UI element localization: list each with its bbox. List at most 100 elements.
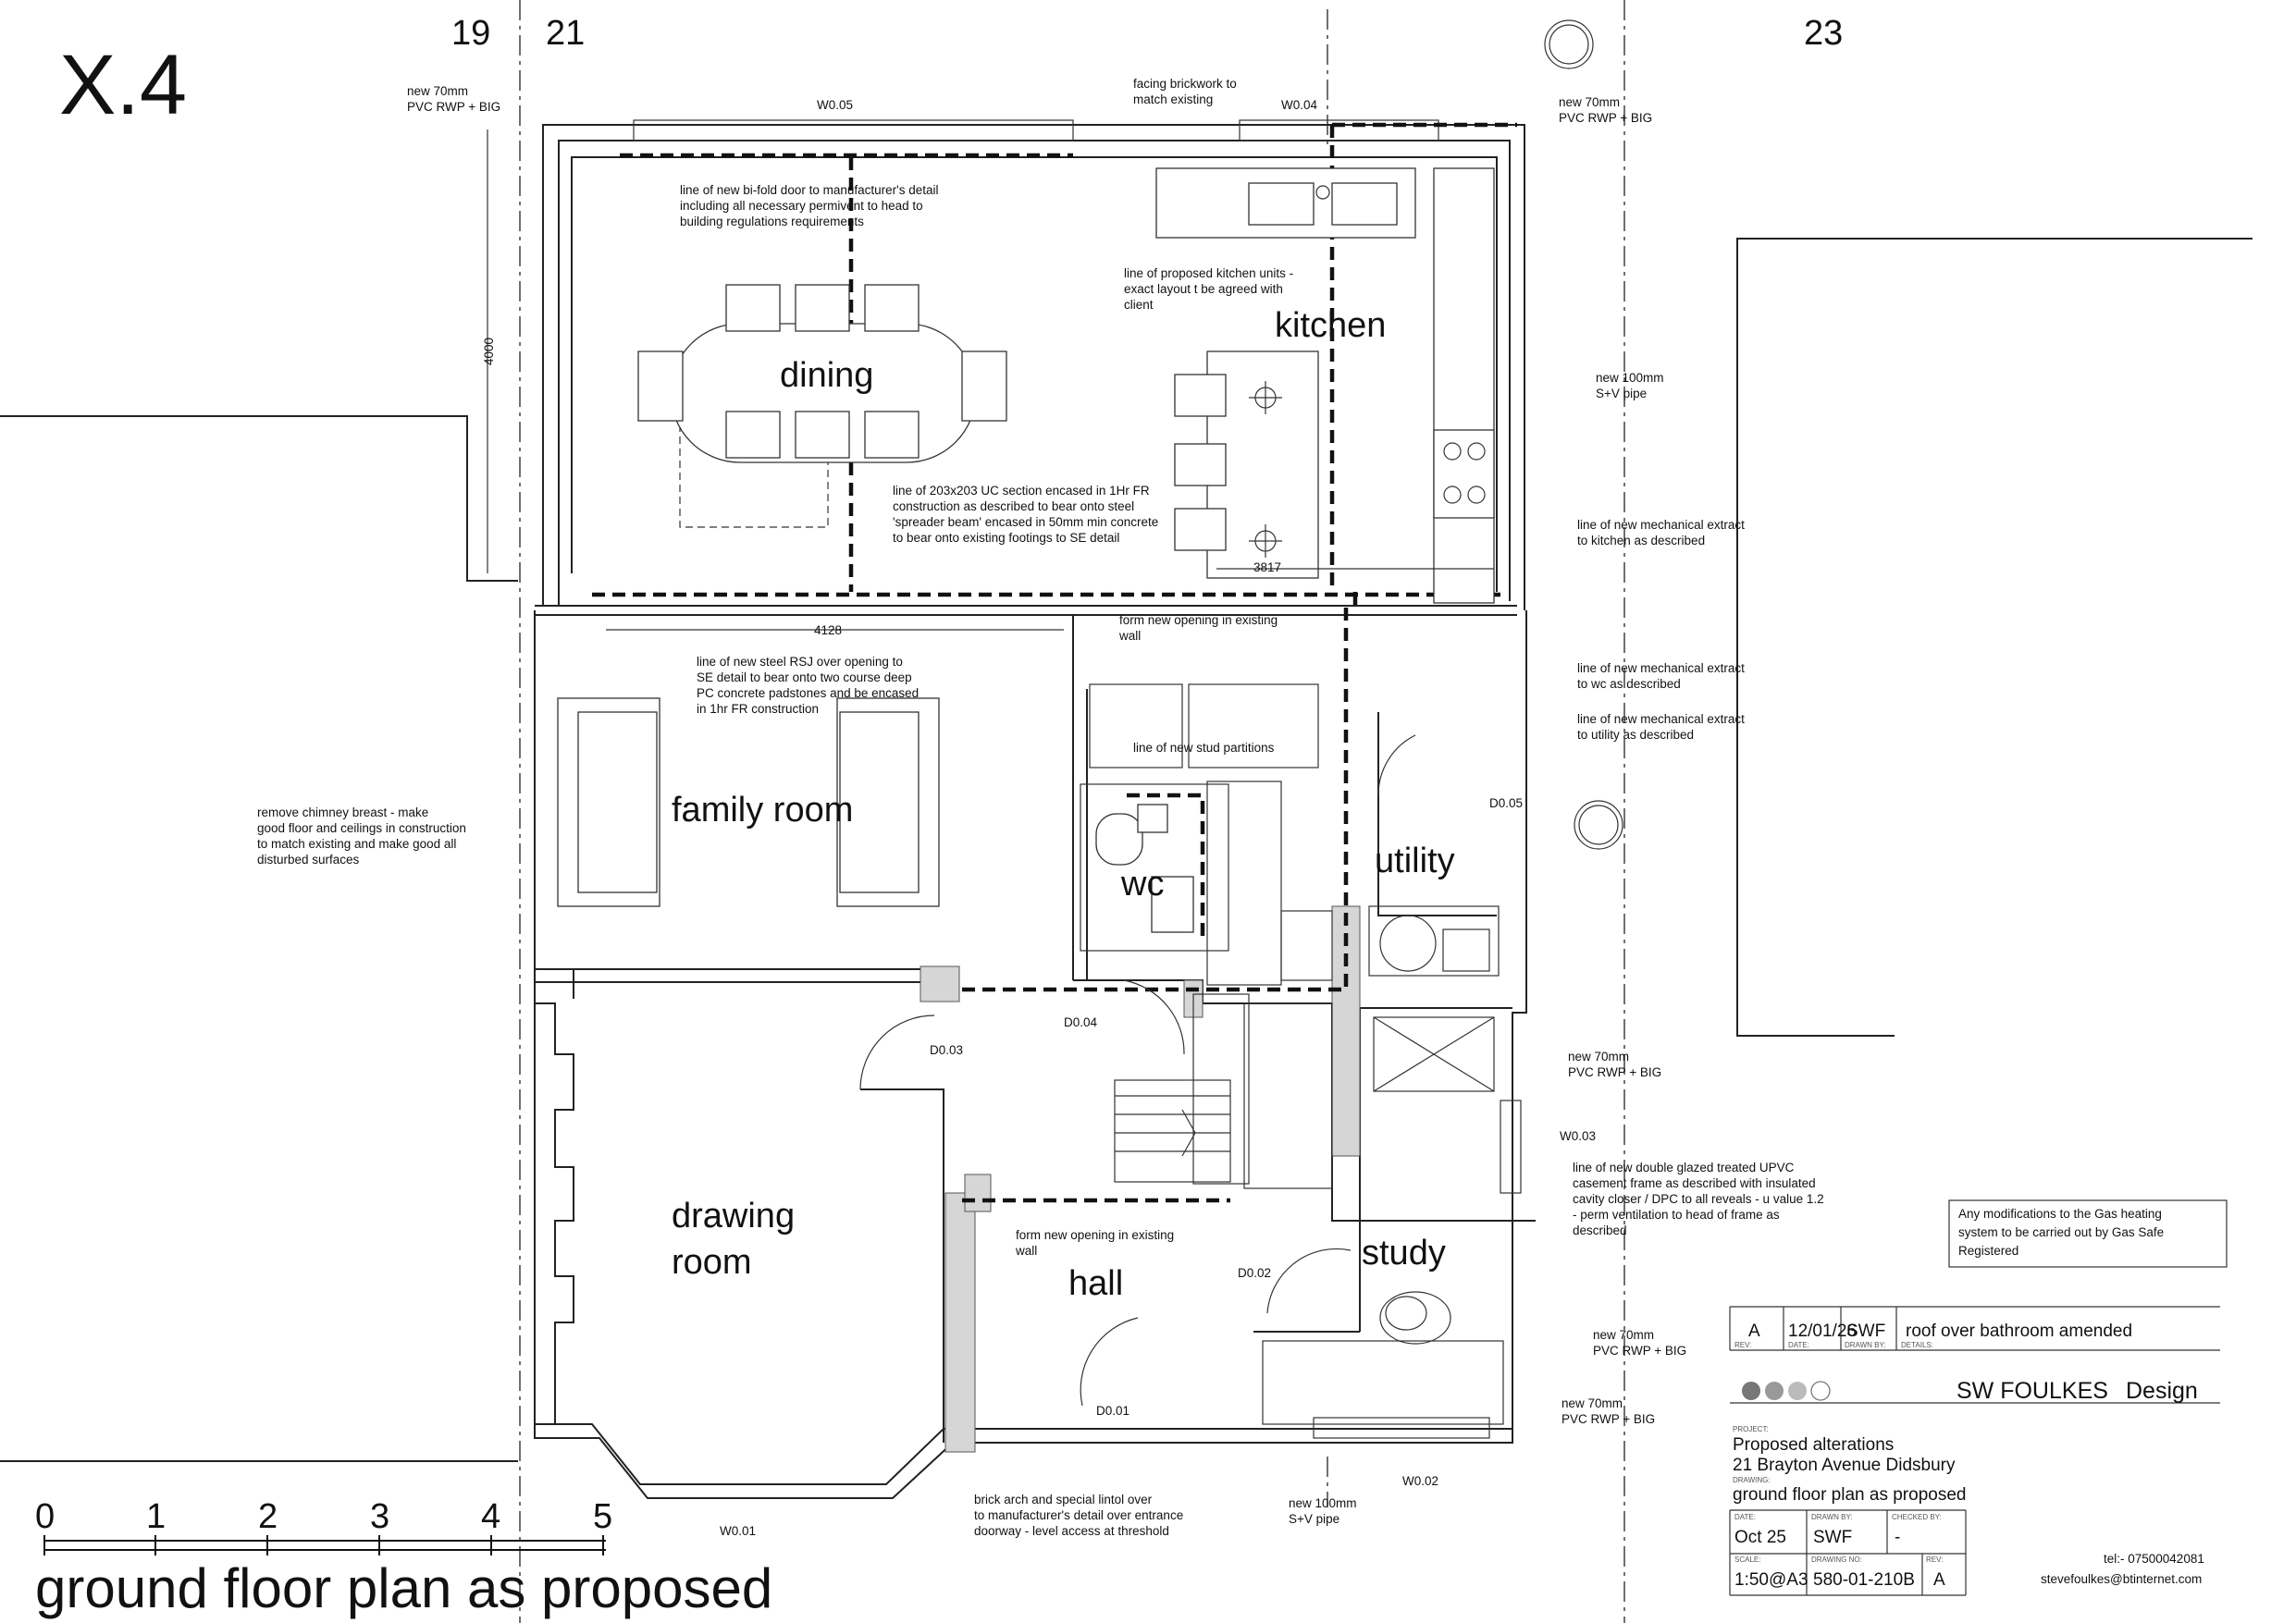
room-kitchen: kitchen	[1275, 306, 1386, 345]
annotation-arch-1: brick arch and special lintol over	[974, 1493, 1153, 1506]
gas-safety-note: Any modifications to the Gas heating sys…	[1948, 1199, 2228, 1268]
annotation-ext-w1: line of new mechanical extract	[1577, 661, 1745, 675]
tag-w001: W0.01	[720, 1524, 756, 1538]
room-hall: hall	[1068, 1264, 1123, 1303]
annotation-uc-2: construction as described to bear onto s…	[893, 499, 1134, 513]
family-room-sofas	[557, 697, 940, 907]
annotation-open-h1: form new opening in existing	[1016, 1228, 1174, 1242]
plan-title: ground floor plan as proposed	[35, 1557, 772, 1619]
annotation-kunits-2: exact layout t be agreed with	[1124, 282, 1283, 296]
scale-heading: SCALE:	[1734, 1555, 1760, 1564]
tag-d005: D0.05	[1489, 796, 1523, 810]
room-dining: dining	[780, 356, 873, 395]
annotation-stud: line of new stud partitions	[1133, 741, 1275, 755]
title-block	[1729, 1306, 2220, 1596]
company-design: Design	[2126, 1378, 2198, 1404]
rev-h-drawn: DRAWN BY:	[1845, 1341, 1886, 1349]
rev-value: A	[1933, 1570, 1945, 1590]
annotation-rsj-3: PC concrete padstones and be encased	[697, 686, 919, 700]
study-chair	[1379, 1291, 1451, 1345]
annotation-win-5: described	[1573, 1223, 1627, 1237]
annotation-uc-1: line of 203x203 UC section encased in 1H…	[893, 484, 1150, 498]
annotation-sv-2: S+V pipe	[1596, 387, 1647, 400]
rev-details: roof over bathroom amended	[1906, 1322, 2132, 1341]
annotation-bifold-1: line of new bi-fold door to manufacturer…	[680, 183, 938, 197]
annotation-sv-1: new 100mm	[1596, 371, 1664, 385]
tag-d004: D0.04	[1064, 1015, 1098, 1029]
annotation-rwp-a2: PVC RWP + BIG	[407, 100, 500, 114]
annotation-arch-2: to manufacturer's detail over entrance	[974, 1508, 1183, 1522]
scale-bar	[43, 1535, 606, 1555]
annotation-gas-3: Registered	[1958, 1244, 2018, 1258]
date-value: Oct 25	[1734, 1528, 1786, 1547]
drawing-heading: DRAWING:	[1733, 1476, 1771, 1484]
rev-h-rev: REV:	[1734, 1341, 1751, 1349]
tag-w005: W0.05	[817, 98, 853, 112]
proposed-structure-lines	[592, 122, 1517, 1203]
room-utility: utility	[1375, 842, 1455, 880]
annotation-gas-2: system to be carried out by Gas Safe	[1958, 1225, 2164, 1239]
annotation-rwp-e1: new 70mm	[1562, 1396, 1623, 1410]
annotation-rsj-4: in 1hr FR construction	[697, 702, 819, 716]
tag-d002: D0.02	[1238, 1266, 1271, 1280]
annotation-kunits-1: line of proposed kitchen units -	[1124, 266, 1293, 280]
plot-number-21: 21	[546, 14, 585, 53]
company-name: SW FOULKES	[1957, 1378, 2108, 1404]
rev-heading: REV:	[1926, 1555, 1943, 1564]
scale-label-5: 5	[593, 1497, 612, 1536]
annotation-rwp-a1: new 70mm	[407, 84, 468, 98]
annotation-kunits-3: client	[1124, 298, 1154, 312]
annotation-ext-u1: line of new mechanical extract	[1577, 712, 1745, 726]
annotation-rsj-1: line of new steel RSJ over opening to	[697, 655, 903, 669]
checked-by-heading: CHECKED BY:	[1892, 1513, 1942, 1521]
date-heading: DATE:	[1734, 1513, 1756, 1521]
plot-number-19: 19	[451, 14, 490, 53]
annotation-win-2: casement frame as described with insulat…	[1573, 1176, 1816, 1190]
annotation-chim-1: remove chimney breast - make	[257, 805, 428, 819]
annotations: new 70mm PVC RWP + BIG facing brickwork …	[257, 77, 1824, 1538]
annotation-uc-3: 'spreader beam' encased in 50mm min conc…	[893, 515, 1158, 529]
dimension-lines	[487, 129, 1494, 631]
tag-d003: D0.03	[930, 1043, 963, 1057]
room-wc: wc	[1120, 865, 1164, 904]
tag-w002: W0.02	[1402, 1474, 1438, 1488]
annotation-rwp-d1: new 70mm	[1593, 1328, 1654, 1342]
annotation-win-4: - perm ventilation to head of frame as	[1573, 1208, 1780, 1222]
annotation-ext-w2: to wc as described	[1577, 677, 1681, 691]
annotation-rwp-e2: PVC RWP + BIG	[1562, 1412, 1655, 1426]
annotation-uc-4: to bear onto existing footings to SE det…	[893, 531, 1119, 545]
rev-h-details: DETAILS:	[1901, 1341, 1933, 1349]
annotation-brick-1: facing brickwork to	[1133, 77, 1237, 91]
annotation-win-1: line of new double glazed treated UPVC	[1573, 1161, 1795, 1174]
annotation-open-1: form new opening in existing	[1119, 613, 1278, 627]
wc-fittings	[1095, 804, 1194, 933]
scale-label-4: 4	[481, 1497, 500, 1536]
external-walls	[534, 119, 1527, 1499]
project-line2: 21 Brayton Avenue Didsbury	[1733, 1456, 1956, 1475]
annotation-ext-k1: line of new mechanical extract	[1577, 518, 1745, 532]
project-heading: PROJECT:	[1733, 1425, 1769, 1433]
annotation-ext-u2: to utility as described	[1577, 728, 1694, 742]
drawing-no-value: 580-01-210B	[1813, 1570, 1915, 1590]
annotation-sv-b1: new 100mm	[1289, 1496, 1357, 1510]
room-drawing-line1: drawing	[672, 1197, 795, 1236]
plot-number-23: 23	[1804, 14, 1843, 53]
annotation-chim-4: disturbed surfaces	[257, 853, 360, 867]
rev-date: 12/01/26	[1788, 1322, 1857, 1341]
contact-email: stevefoulkes@btinternet.com	[2041, 1572, 2202, 1586]
drawn-by-heading: DRAWN BY:	[1811, 1513, 1853, 1521]
room-study: study	[1362, 1234, 1446, 1273]
annotation-open-2: wall	[1118, 629, 1141, 643]
tag-w004: W0.04	[1281, 98, 1318, 112]
tag-d001: D0.01	[1096, 1404, 1129, 1418]
annotation-bifold-2: including all necessary permivent to hea…	[680, 199, 923, 213]
scale-label-3: 3	[370, 1497, 389, 1536]
annotation-rsj-2: SE detail to bear onto two course deep	[697, 670, 912, 684]
rev-h-date: DATE:	[1788, 1341, 1809, 1349]
scale-label-0: 0	[35, 1497, 55, 1536]
annotation-bifold-3: building regulations requirements	[680, 215, 864, 228]
dining-furniture	[637, 284, 1007, 528]
project-line1: Proposed alterations	[1733, 1435, 1894, 1455]
drawing-title: ground floor plan as proposed	[1733, 1485, 1966, 1505]
scale-label-2: 2	[258, 1497, 278, 1536]
